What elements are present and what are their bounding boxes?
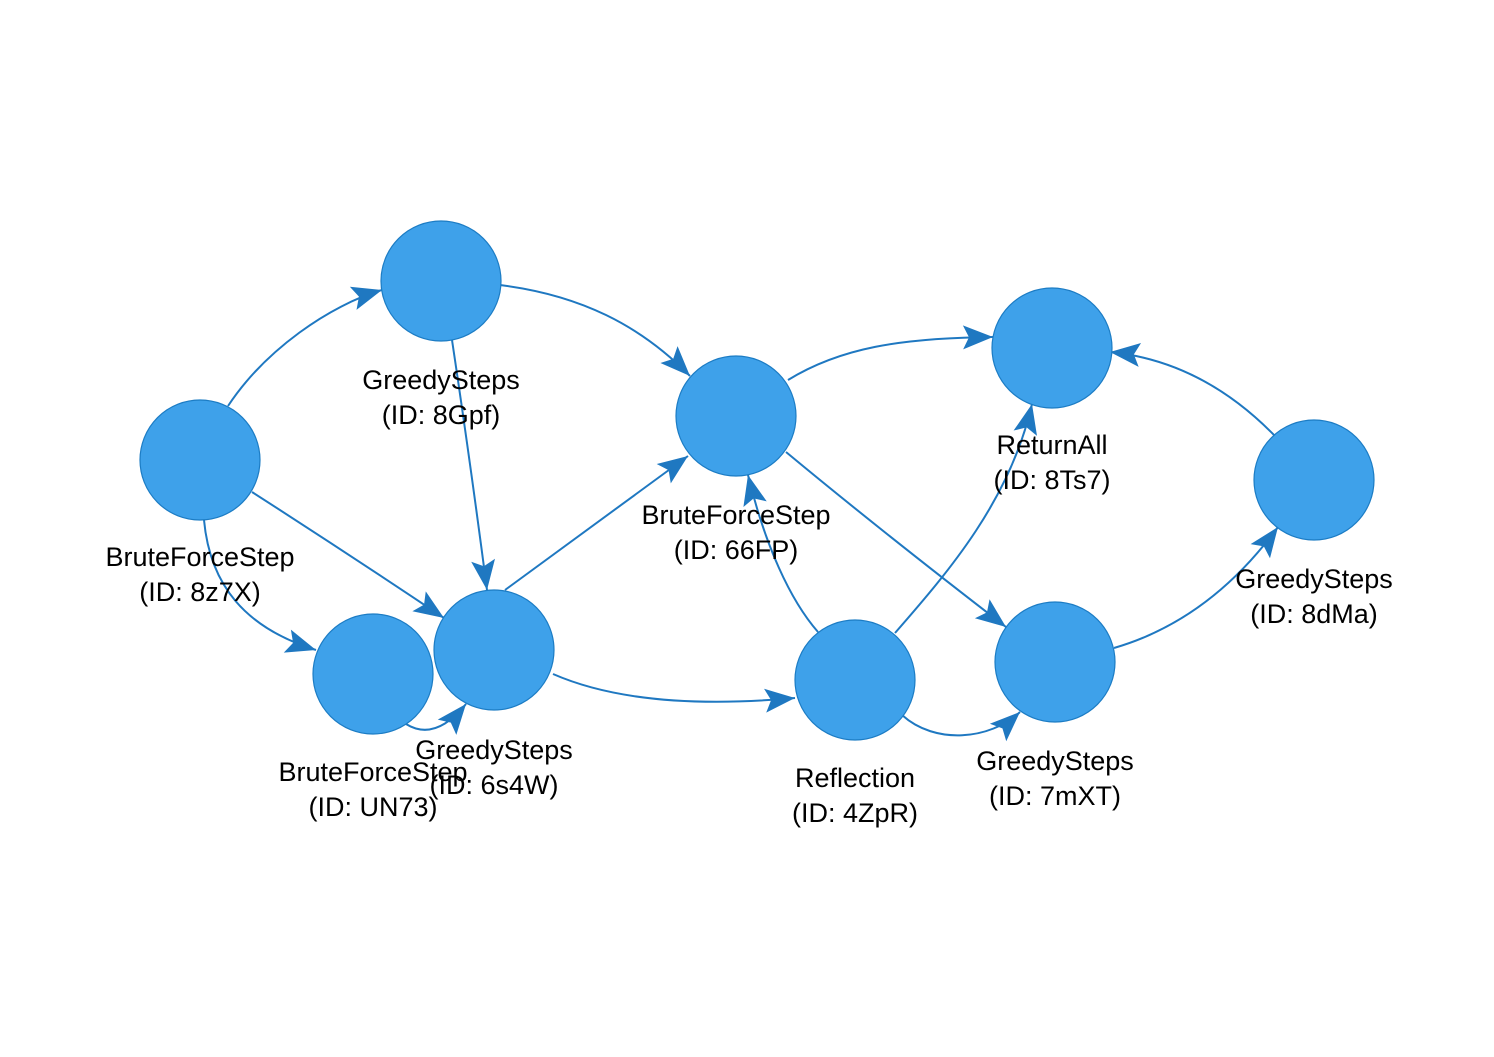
arrowhead — [1250, 527, 1278, 559]
node-4ZpR[interactable] — [794, 619, 916, 741]
arrowhead — [989, 712, 1020, 742]
edge-8dMa-8Ts7 — [1109, 343, 1275, 436]
arrowhead — [471, 558, 496, 590]
arrowhead — [349, 286, 382, 310]
node-name-label: BruteForceStep — [105, 542, 294, 572]
edge-line — [1113, 526, 1279, 649]
edge-line — [504, 455, 689, 591]
node-8dMa[interactable] — [1253, 419, 1375, 541]
node-id-label: (ID: 6s4W) — [429, 770, 558, 800]
edge-6s4W-4ZpR — [552, 673, 796, 713]
node-name-label: Reflection — [795, 763, 915, 793]
arrowhead — [1013, 404, 1037, 436]
node-name-label: ReturnAll — [996, 430, 1107, 460]
arrowhead — [660, 346, 690, 376]
arrowhead — [962, 325, 993, 350]
edge-UN73-6s4W — [405, 703, 467, 735]
arrowhead — [437, 704, 466, 735]
arrowhead — [743, 475, 767, 507]
node-id-label: (ID: 8Gpf) — [382, 400, 501, 430]
node-66FP[interactable] — [675, 355, 797, 477]
edge-line — [785, 451, 1007, 628]
edge-line — [499, 284, 691, 377]
edge-line — [451, 339, 488, 591]
node-name-label: GreedySteps — [415, 735, 573, 765]
arrowhead — [1110, 343, 1142, 367]
edges-layer — [203, 284, 1279, 742]
node-id-label: (ID: 4ZpR) — [792, 798, 918, 828]
node-name-label: GreedySteps — [362, 365, 520, 395]
edge-8z7X-6s4W — [251, 491, 445, 619]
node-name-label: BruteForceStep — [278, 757, 467, 787]
arrowhead — [412, 591, 444, 618]
arrowhead — [283, 629, 316, 653]
node-UN73[interactable] — [312, 613, 434, 735]
node-7mXT[interactable] — [994, 601, 1116, 723]
node-id-label: (ID: 8dMa) — [1250, 599, 1378, 629]
edge-7mXT-8dMa — [1113, 526, 1279, 649]
edge-4ZpR-8Ts7 — [894, 403, 1037, 634]
node-name-label: BruteForceStep — [641, 500, 830, 530]
edge-line — [747, 474, 819, 633]
node-8z7X[interactable] — [139, 399, 261, 521]
node-id-label: (ID: 8Ts7) — [993, 465, 1110, 495]
edge-line — [894, 403, 1033, 634]
arrowhead — [656, 456, 688, 484]
node-name-label: GreedySteps — [976, 746, 1134, 776]
edge-66FP-7mXT — [785, 451, 1007, 628]
node-id-label: (ID: 66FP) — [674, 535, 799, 565]
edge-8Gpf-66FP — [499, 284, 691, 377]
edge-4ZpR-7mXT — [901, 711, 1021, 742]
node-id-label: (ID: UN73) — [308, 792, 437, 822]
node-name-label: GreedySteps — [1235, 564, 1393, 594]
edge-8z7X-UN73 — [203, 519, 317, 653]
edge-line — [251, 491, 445, 619]
node-8Gpf[interactable] — [380, 220, 502, 342]
arrowhead — [974, 599, 1006, 627]
edge-6s4W-66FP — [504, 455, 689, 591]
edge-66FP-8Ts7 — [787, 325, 994, 381]
nodes-layer — [139, 220, 1375, 741]
edge-8Gpf-6s4W — [451, 339, 496, 591]
edge-8z7X-8Gpf — [227, 286, 383, 407]
labels-layer: BruteForceStep (ID: 8z7X) GreedySteps (ID: … — [105, 365, 1392, 828]
edge-line — [552, 673, 796, 703]
arrowhead — [764, 688, 795, 713]
node-id-label: (ID: 7mXT) — [989, 781, 1121, 811]
node-id-label: (ID: 8z7X) — [139, 577, 261, 607]
edge-line — [787, 336, 994, 381]
edge-4ZpR-66FP — [743, 474, 819, 633]
node-8Ts7[interactable] — [991, 287, 1113, 409]
node-6s4W[interactable] — [433, 589, 555, 711]
edge-line — [203, 519, 317, 651]
